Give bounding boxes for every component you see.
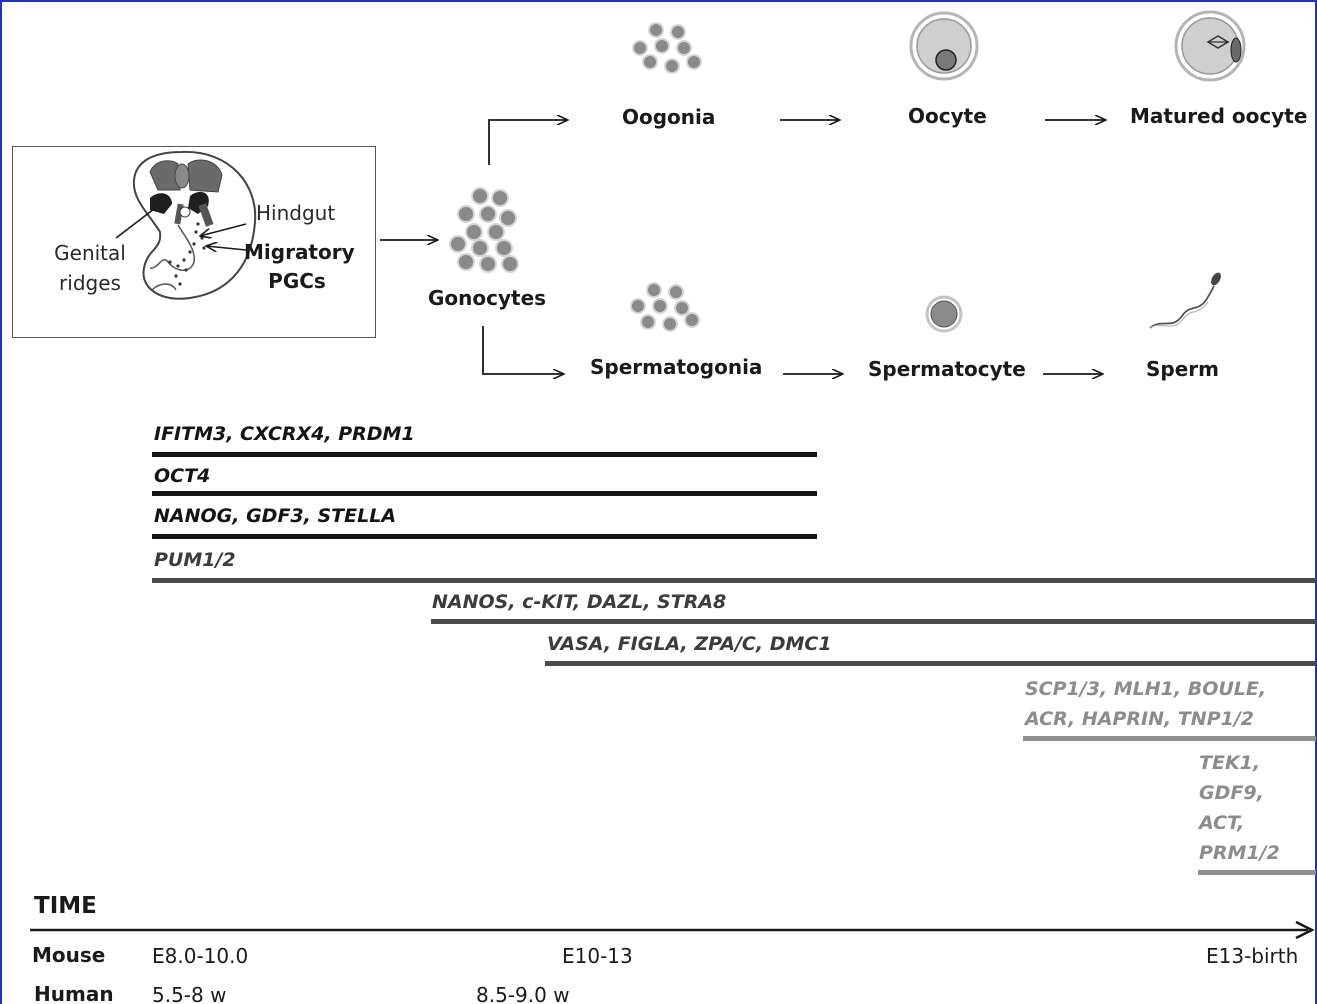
oogonia-label: Oogonia: [622, 105, 716, 129]
marker-bar-nanos: [431, 619, 1316, 624]
marker-bar-pum: [152, 578, 1316, 583]
migratory-pgcs-label-line1: Migratory: [244, 240, 355, 264]
mouse-row-label: Mouse: [32, 943, 106, 967]
marker-label-act: ACT,: [1199, 812, 1245, 834]
flow-arrows: [380, 120, 1106, 374]
marker-bar-ifitm3: [152, 452, 817, 457]
marker-boule: , BOULE,: [1173, 678, 1267, 700]
mouse-tick-3: E13-birth: [1206, 944, 1299, 968]
marker-bar-vasa: [545, 661, 1316, 666]
marker-label-scp-line1: SCP1/3, MLH1, BOULE,: [1025, 678, 1266, 700]
genital-ridges-label-line1: Genital: [54, 241, 126, 265]
human-tick-1: 5.5-8 w: [152, 983, 227, 1004]
marker-label-nanos: NANOS, c-KIT, DAZL, STRA8: [432, 591, 727, 613]
mouse-tick-2: E10-13: [562, 944, 633, 968]
migratory-pgcs-label-line2: PGCs: [268, 269, 326, 293]
mouse-tick-1: E8.0-10.0: [152, 944, 249, 968]
embryo-illustration: [115, 150, 257, 300]
sperm-label: Sperm: [1146, 357, 1219, 381]
marker-mlh1: MLH1: [1113, 678, 1174, 700]
marker-label-tek1: TEK1,: [1199, 752, 1261, 774]
marker-scp: SCP1/3,: [1025, 678, 1114, 700]
marker-label-scp-line2: ACR, HAPRIN, TNP1/2: [1025, 708, 1255, 730]
marker-label-pum: PUM1/2: [154, 549, 236, 571]
marker-label-vasa: VASA, FIGLA, ZPA/C, DMC1: [547, 633, 832, 655]
human-tick-2: 8.5-9.0 w: [476, 983, 570, 1004]
spermatocyte-icon: [925, 295, 963, 333]
genital-ridges-label-line2: ridges: [59, 271, 121, 295]
sperm-icon: [1149, 272, 1221, 329]
oocyte-label: Oocyte: [908, 104, 987, 128]
marker-label-prm: PRM1/2: [1199, 842, 1280, 864]
marker-bar-scp: [1023, 736, 1316, 741]
spermatocyte-label: Spermatocyte: [868, 357, 1026, 381]
marker-label-ifitm3: IFITM3, CXCRX4, PRDM1: [154, 423, 415, 445]
spermatogonia-cluster: [630, 282, 700, 332]
matured-oocyte-icon: [1174, 10, 1246, 82]
marker-bar-tek1: [1198, 870, 1316, 875]
embryo-inset: [12, 146, 376, 338]
marker-bar-nanog: [152, 534, 817, 539]
hindgut-label: Hindgut: [256, 201, 336, 225]
gonocytes-cluster: [449, 187, 519, 273]
gonocytes-label: Gonocytes: [428, 286, 547, 310]
time-axis-title: TIME: [34, 893, 97, 919]
matured-oocyte-label: Matured oocyte: [1130, 104, 1308, 128]
marker-label-nanog: NANOG, GDF3, STELLA: [154, 505, 397, 527]
marker-label-oct4: OCT4: [154, 465, 211, 487]
oocyte-icon: [909, 11, 979, 81]
spermatogonia-label: Spermatogonia: [590, 355, 763, 379]
time-axis: [30, 920, 1315, 940]
marker-label-gdf9: GDF9,: [1199, 782, 1264, 804]
human-row-label: Human: [34, 982, 114, 1004]
oogonia-cluster: [632, 22, 702, 74]
marker-bar-oct4: [152, 491, 817, 496]
